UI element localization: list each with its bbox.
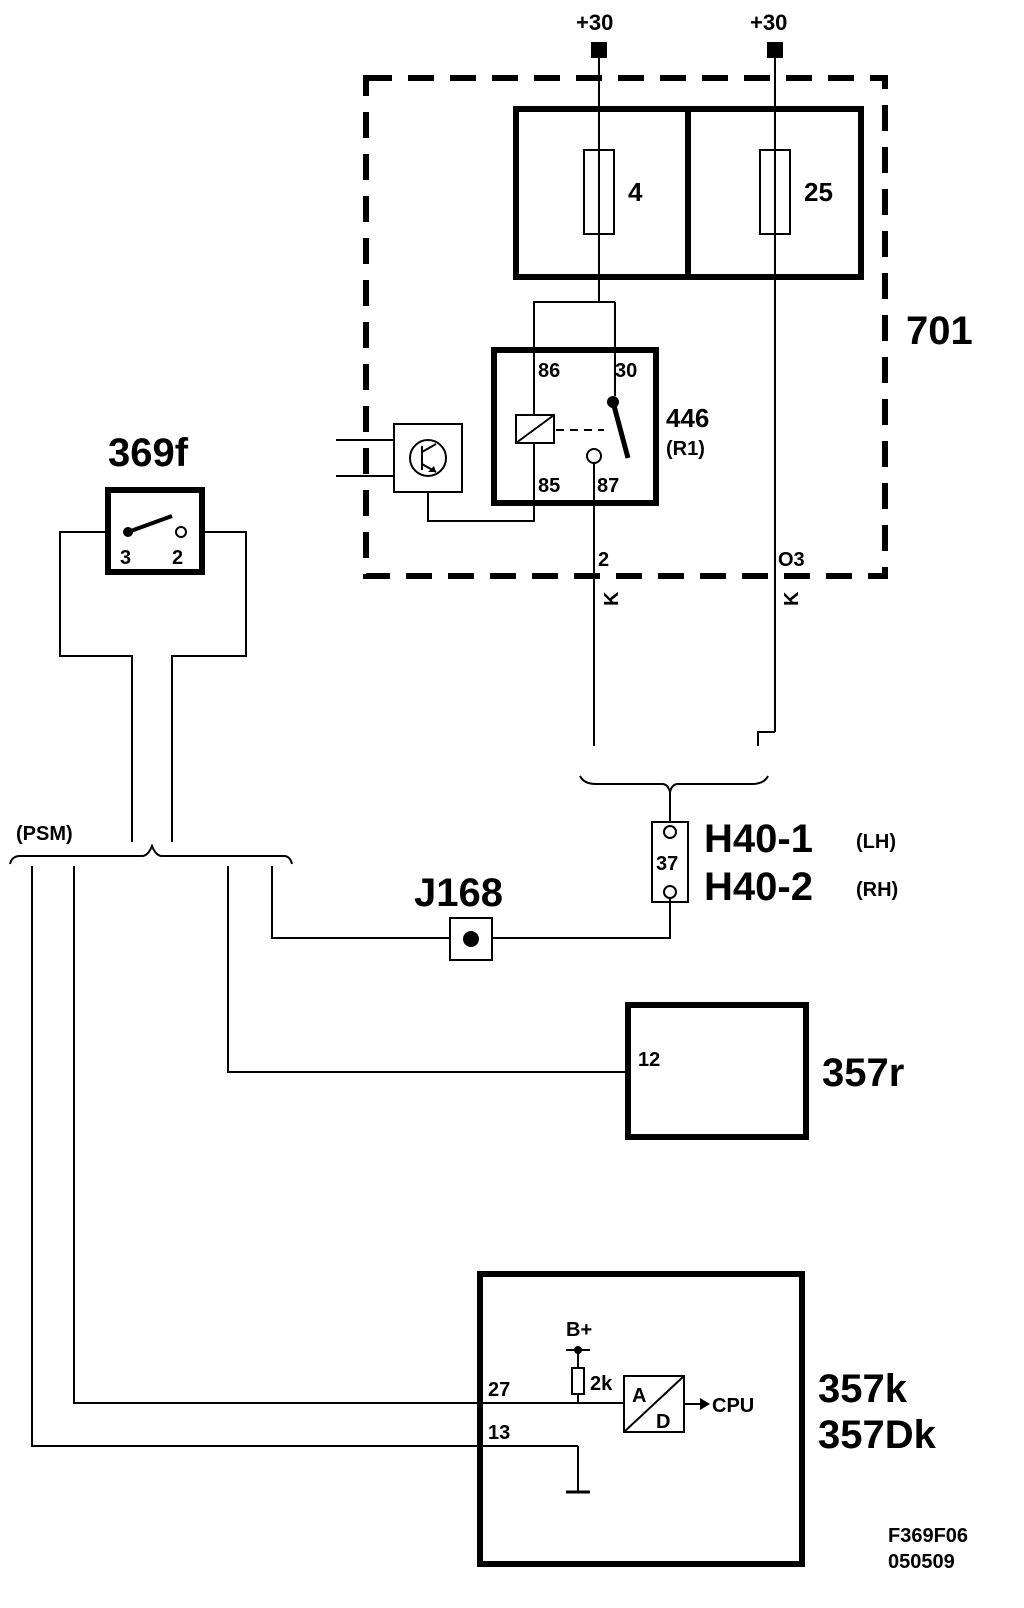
supply-right-label: +30 bbox=[750, 10, 787, 35]
wire-right-num: O3 bbox=[778, 549, 805, 571]
transistor-icon bbox=[409, 439, 447, 477]
connector-side1: (LH) bbox=[856, 831, 896, 853]
relay-87-terminal bbox=[586, 448, 602, 464]
fuse-relay-box-701 bbox=[363, 75, 888, 579]
relay-86-feed bbox=[533, 301, 599, 380]
connector-id1: H40-1 bbox=[704, 817, 813, 861]
wire-13 bbox=[31, 866, 480, 1447]
switch-pin2: 2 bbox=[172, 547, 183, 569]
switch-wire-3 bbox=[59, 531, 133, 842]
module-k-pin27: 27 bbox=[488, 1379, 510, 1401]
wire-left-letter: K bbox=[601, 591, 623, 606]
module-r-pin: 12 bbox=[638, 1049, 660, 1071]
fuse-25-label: 25 bbox=[804, 177, 833, 207]
adc-d: D bbox=[656, 1411, 670, 1433]
junction-id: J168 bbox=[414, 871, 503, 915]
relay-446 bbox=[491, 347, 659, 506]
fuse-box-id: 701 bbox=[906, 309, 973, 353]
module-k-pin13: 13 bbox=[488, 1422, 510, 1444]
relay-pin-86: 86 bbox=[538, 360, 560, 382]
footer-date: 050509 bbox=[888, 1551, 955, 1573]
module-357r bbox=[625, 1002, 809, 1140]
psm-brace bbox=[9, 843, 293, 865]
relay-pin-30: 30 bbox=[615, 360, 637, 382]
connector-pin: 37 bbox=[656, 853, 678, 875]
module-k-id1: 357k bbox=[818, 1367, 908, 1411]
psm-label: (PSM) bbox=[16, 823, 73, 845]
transistor-driver bbox=[393, 423, 463, 493]
supply-left-label: +30 bbox=[576, 10, 613, 35]
wire-27 bbox=[73, 866, 480, 1404]
relay-85-wire bbox=[427, 470, 535, 522]
module-r-id: 357r bbox=[822, 1051, 904, 1095]
cpu-arrow-icon bbox=[700, 1398, 710, 1410]
relay-contact bbox=[610, 401, 631, 459]
wire-left-num: 2 bbox=[598, 549, 609, 571]
supply-right-terminal bbox=[767, 42, 783, 58]
wire-to-357r bbox=[227, 866, 628, 1073]
switch-pin3: 3 bbox=[120, 547, 131, 569]
relay-pin-87: 87 bbox=[597, 475, 619, 497]
relay-id: 446 bbox=[666, 403, 709, 433]
relay-pin-85: 85 bbox=[538, 475, 560, 497]
relay-sub: (R1) bbox=[666, 438, 705, 460]
footer-code: F369F06 bbox=[888, 1525, 968, 1547]
switch-id: 369f bbox=[108, 431, 189, 475]
pullup-resistor bbox=[571, 1367, 585, 1395]
connector-side2: (RH) bbox=[856, 879, 898, 901]
connector-id2: H40-2 bbox=[704, 865, 813, 909]
supply-left-terminal bbox=[591, 42, 607, 58]
wire-right-letter: K bbox=[781, 591, 803, 606]
resistor-label: 2k bbox=[590, 1373, 613, 1395]
cpu-label: CPU bbox=[712, 1395, 754, 1417]
module-k-id2: 357Dk bbox=[818, 1413, 937, 1457]
switch-wire-2 bbox=[171, 531, 247, 842]
bplus-label: B+ bbox=[566, 1319, 592, 1341]
switch-contact bbox=[127, 514, 173, 534]
fuse-4-label: 4 bbox=[628, 177, 643, 207]
module-357k bbox=[477, 1271, 805, 1567]
adc-a: A bbox=[632, 1385, 646, 1407]
harness-brace bbox=[579, 775, 769, 793]
